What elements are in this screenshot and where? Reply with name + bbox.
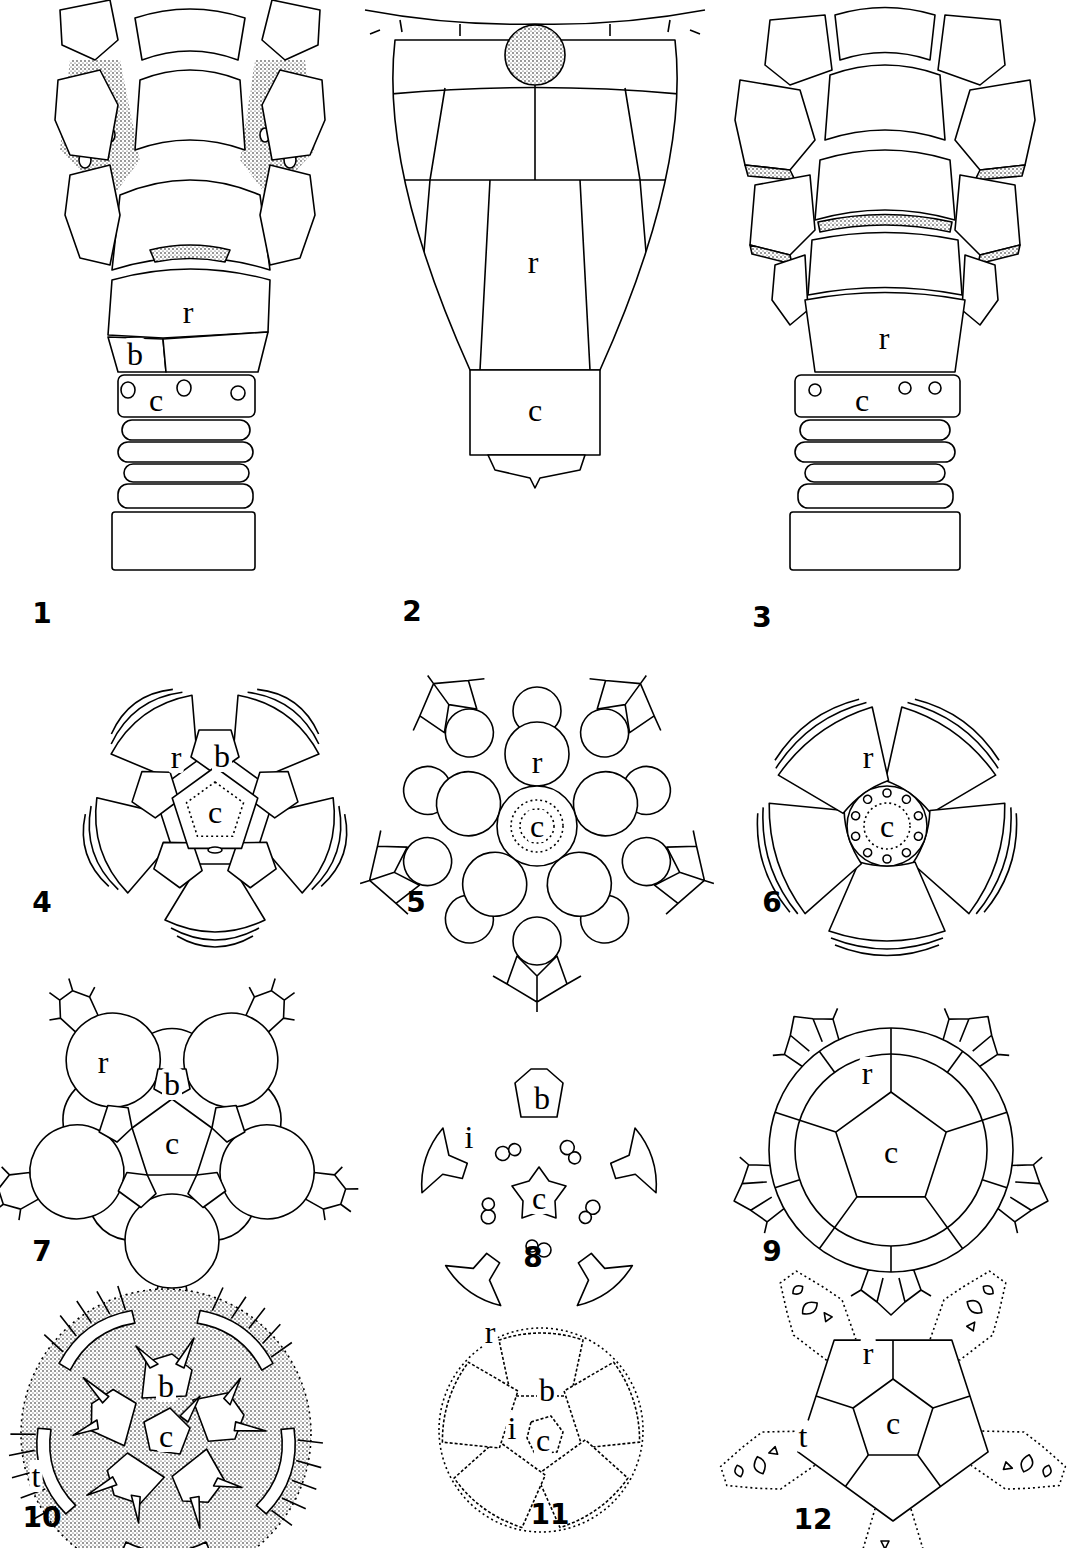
plate-letter: r <box>530 746 545 778</box>
plate-letter: c <box>526 394 544 426</box>
plate-letter: r <box>169 741 184 773</box>
plate-letter: b <box>125 338 145 370</box>
plate-letter: c <box>534 1424 552 1456</box>
plate-letter: r <box>526 246 541 278</box>
figure-7-drawing <box>0 969 363 1333</box>
figure-5-drawing <box>347 650 728 1012</box>
figure-1-drawing <box>55 0 325 570</box>
plate-letter: r <box>96 1046 111 1078</box>
plate-letter: c <box>884 1407 902 1439</box>
figure-6-drawing <box>747 688 1028 955</box>
figure-10-drawing <box>0 1276 332 1548</box>
plate-letter: b <box>212 740 232 772</box>
plate-letter: t <box>797 1420 810 1452</box>
plate-letter: b <box>537 1374 557 1406</box>
plate-letter: c <box>528 810 546 842</box>
figure-number: 10 <box>21 1504 64 1532</box>
plate-letter: r <box>861 741 876 773</box>
plate-letter: i <box>506 1412 519 1444</box>
plate-letter: c <box>157 1420 175 1452</box>
figure-number: 3 <box>750 604 773 632</box>
plate-letter: b <box>162 1068 182 1100</box>
figure-number: 9 <box>760 1238 783 1266</box>
plate-letter: c <box>878 810 896 842</box>
figure-number: 4 <box>30 889 53 917</box>
figure-2-drawing <box>365 10 705 488</box>
plate-letter: c <box>530 1182 548 1214</box>
plate-letter: r <box>483 1316 498 1348</box>
plate-letter: i <box>463 1121 476 1153</box>
figure-number: 6 <box>760 889 783 917</box>
plate-letter: t <box>30 1460 43 1492</box>
figure-12-drawing <box>714 1259 1067 1548</box>
plate-letter: b <box>156 1370 176 1402</box>
plate-letter: b <box>532 1082 552 1114</box>
plate-letter: r <box>181 296 196 328</box>
figure-9-drawing <box>722 993 1061 1315</box>
figure-number: 8 <box>521 1244 544 1272</box>
figure-number: 5 <box>404 889 427 917</box>
plate-letter: r <box>860 1057 875 1089</box>
figure-4-drawing <box>73 677 357 947</box>
plate-letter: c <box>206 796 224 828</box>
plate-letter: r <box>861 1337 876 1369</box>
plate-letter: c <box>882 1136 900 1168</box>
plate-letter: c <box>853 384 871 416</box>
figure-11-drawing <box>436 1328 646 1533</box>
figure-3-drawing <box>735 8 1035 571</box>
plate-letter: c <box>147 384 165 416</box>
figure-number: 12 <box>792 1506 835 1534</box>
plate-letter: c <box>163 1127 181 1159</box>
plate-letter: r <box>877 322 892 354</box>
figure-8-drawing <box>415 1069 662 1311</box>
figure-number: 1 <box>30 600 53 628</box>
figure-number: 2 <box>400 598 423 626</box>
figure-number: 7 <box>30 1238 53 1266</box>
figure-number: 11 <box>529 1501 572 1529</box>
